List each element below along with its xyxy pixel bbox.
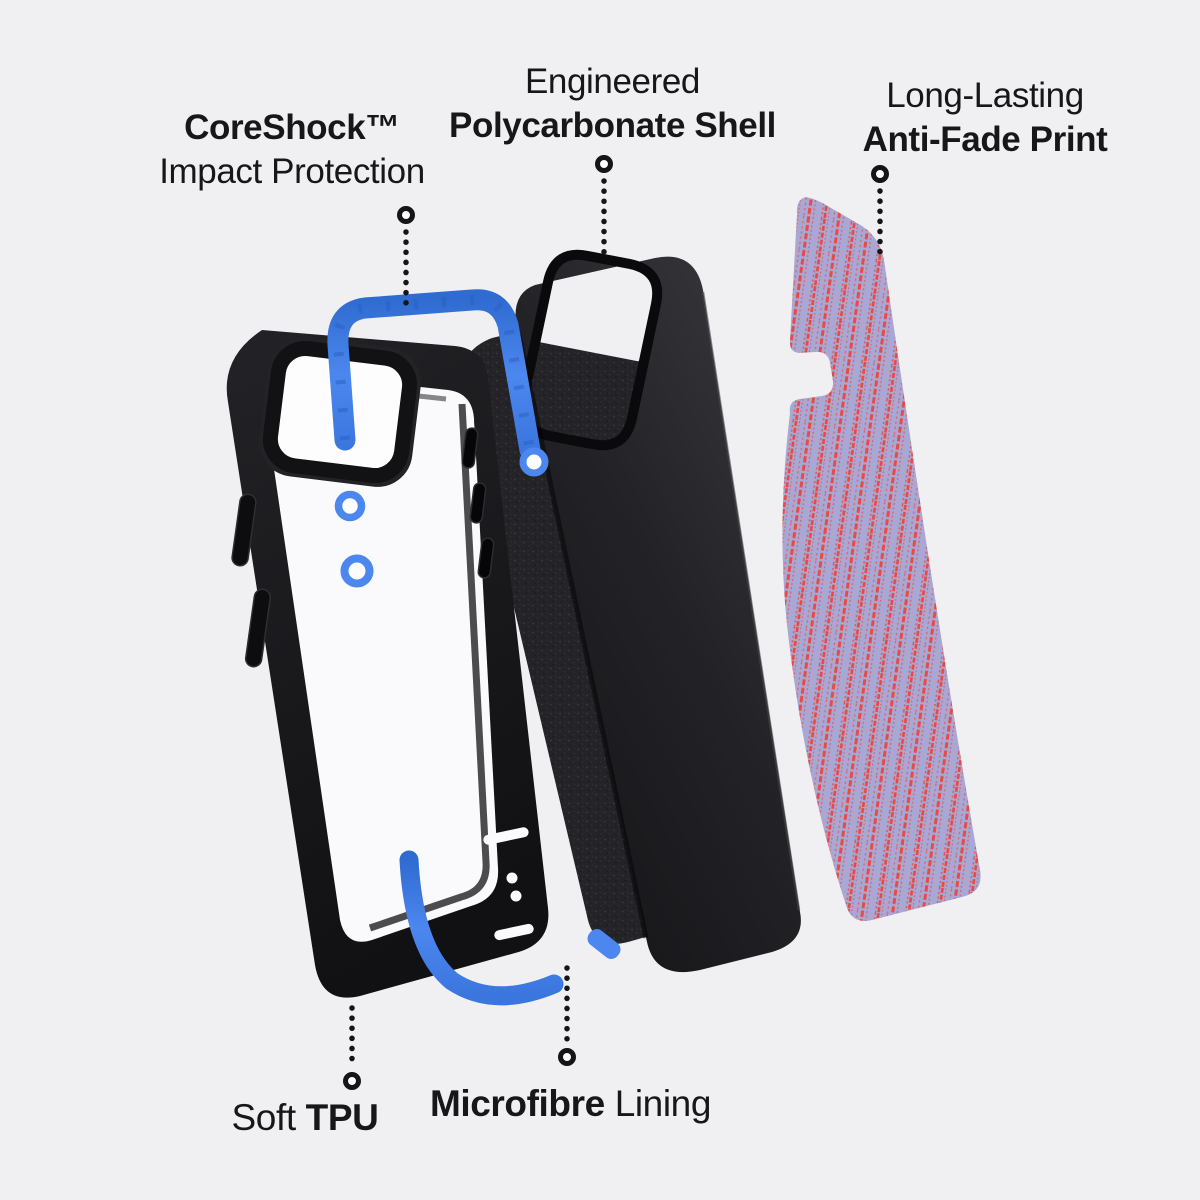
far-rail-slots xyxy=(461,427,495,579)
leader-lines xyxy=(343,155,889,1090)
callout-coreshock-title: CoreShock™ xyxy=(184,108,400,147)
power-button xyxy=(244,588,272,668)
callout-print-line1: Long-Lasting xyxy=(886,76,1084,115)
callout-tpu-text: Soft TPU xyxy=(231,1097,379,1138)
callout-soft-tpu: Soft TPU xyxy=(170,1096,440,1140)
leader-tpu xyxy=(343,1005,361,1090)
callout-shell-line1: Engineered xyxy=(524,62,701,101)
callout-print-line2: Anti-Fade Print xyxy=(862,120,1108,159)
tpu-bumper-case xyxy=(226,330,549,998)
callout-coreshock-subtitle: Impact Protection xyxy=(159,152,425,191)
coreshock-insert xyxy=(327,289,564,1006)
coreshock-rings xyxy=(334,447,549,588)
anti-fade-print-plate xyxy=(782,197,981,921)
callout-lining-text: Microfibre Lining xyxy=(429,1083,712,1124)
callout-coreshock: CoreShock™ Impact Protection xyxy=(112,106,472,194)
leader-print xyxy=(871,165,889,264)
leader-coreshock xyxy=(397,206,415,307)
shell-camera-opening xyxy=(517,249,663,451)
leader-shell xyxy=(595,155,613,255)
callout-polycarbonate-shell: Engineered Polycarbonate Shell xyxy=(430,60,795,148)
port-and-speaker-holes xyxy=(483,827,534,941)
callout-shell-line2: Polycarbonate Shell xyxy=(449,106,776,145)
callout-microfibre-lining: Microfibre Lining xyxy=(398,1082,743,1126)
clear-back xyxy=(266,372,499,942)
volume-button xyxy=(231,493,257,567)
leader-lining xyxy=(558,965,576,1066)
polycarbonate-shell xyxy=(515,249,801,973)
coreshock-bottom-clip xyxy=(587,929,621,959)
callout-anti-fade-print: Long-Lasting Anti-Fade Print xyxy=(805,74,1165,162)
